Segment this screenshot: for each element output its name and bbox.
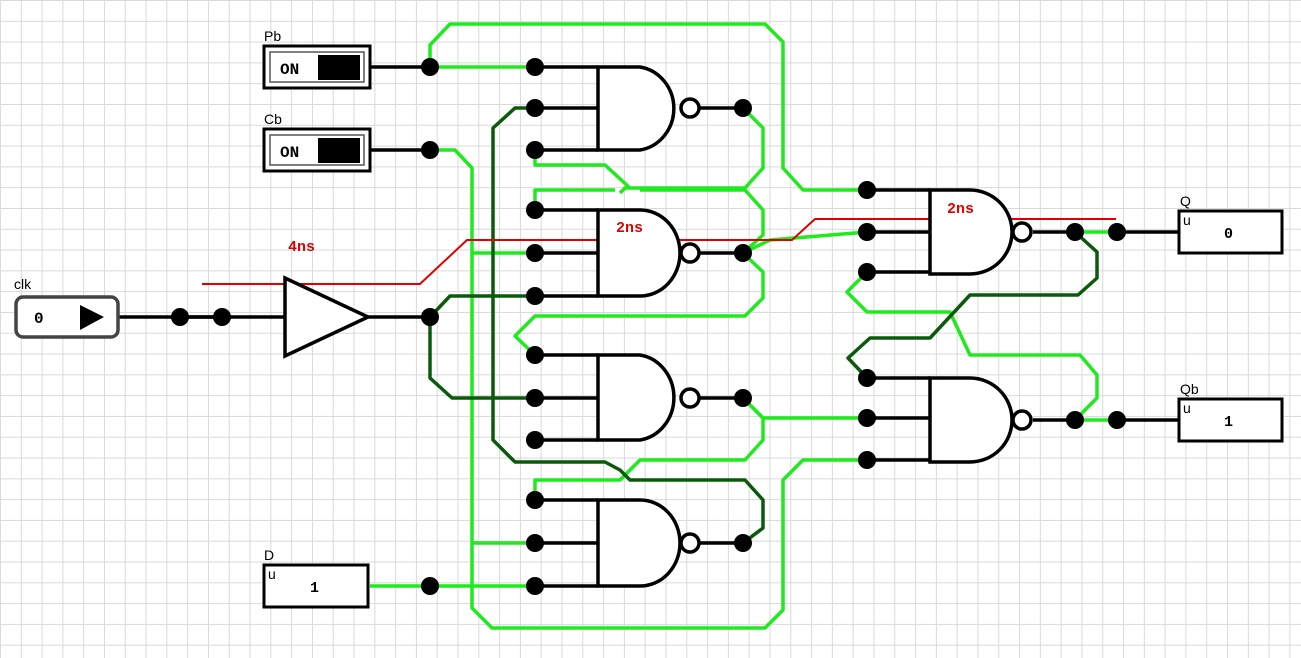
clk-input[interactable]: clk 0 <box>14 276 120 339</box>
nand-gate-2[interactable] <box>596 208 701 298</box>
buffer-gate[interactable] <box>283 275 373 359</box>
nand-gate-q[interactable] <box>928 188 1033 276</box>
cb-label: Cb <box>264 111 282 127</box>
qb-unit: u <box>1183 400 1191 416</box>
nand-gate-3[interactable] <box>596 353 701 442</box>
play-icon[interactable] <box>80 305 104 330</box>
nand-gate-1[interactable] <box>596 65 701 152</box>
q-unit: u <box>1183 212 1191 228</box>
qb-output: Qb u 1 <box>1177 381 1284 443</box>
q-value: 0 <box>1224 226 1233 243</box>
qb-value: 1 <box>1224 414 1233 431</box>
d-unit: u <box>268 566 276 582</box>
pb-switch-knob[interactable] <box>318 55 360 80</box>
nand-gate-qb[interactable] <box>928 376 1033 464</box>
nand-gate-4[interactable] <box>596 498 701 588</box>
d-value: 1 <box>310 580 319 597</box>
buffer-delay-label: 4ns <box>288 239 315 256</box>
nand-mid-delay-label: 2ns <box>616 220 643 237</box>
qb-label: Qb <box>1180 381 1199 397</box>
pb-label: Pb <box>264 28 281 44</box>
clk-label: clk <box>14 276 32 292</box>
pb-switch[interactable]: Pb ON <box>262 28 372 90</box>
q-label: Q <box>1180 193 1191 209</box>
cb-state: ON <box>280 144 299 162</box>
pb-state: ON <box>280 61 299 79</box>
cb-switch[interactable]: Cb ON <box>262 111 372 173</box>
cb-switch-knob[interactable] <box>318 138 360 163</box>
nand-out-delay-label: 2ns <box>947 201 974 218</box>
junction-dots <box>171 58 1126 595</box>
q-output: Q u 0 <box>1177 193 1284 255</box>
clk-value: 0 <box>34 310 44 328</box>
d-label: D <box>264 547 274 563</box>
d-input[interactable]: D u 1 <box>262 547 370 609</box>
